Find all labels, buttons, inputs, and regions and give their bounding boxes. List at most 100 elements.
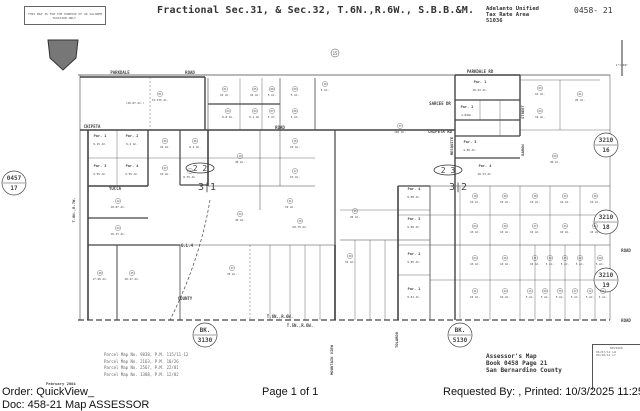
- parcel-number-circle: [187, 168, 193, 174]
- parcel-map-ref: Parcel Map No. 1388, P.M. 12/82: [104, 371, 179, 377]
- requested-printed: Requested By: , Printed: 10/3/2025 11:25…: [443, 386, 640, 398]
- parcel-number-circle: [472, 288, 478, 294]
- map-date: February 2004: [46, 381, 76, 386]
- parcel-number-circle: [537, 108, 543, 114]
- parcel-acreage: 8.8 AC.: [222, 115, 234, 119]
- map-reference-bottom: 3130: [198, 337, 213, 344]
- parcel-number-circle: [472, 193, 478, 199]
- revised-label: REVISED: [610, 346, 623, 350]
- parcel-acreage: 10 AC.: [500, 295, 510, 299]
- parcel-acreage: 10 AC.: [160, 172, 170, 176]
- parcel-acreage: 10 AC.: [160, 145, 170, 149]
- parcel-number-circle: [229, 265, 235, 271]
- road-label-street: STREET: [520, 104, 525, 118]
- road-label-mesquite: MESQUITE: [449, 136, 454, 155]
- parcel-name: Par. 2: [408, 252, 421, 256]
- parcel-acreage: 5 AC.: [291, 93, 300, 97]
- parcel-acreage: 10 AC.: [250, 93, 260, 97]
- parcel-acreage: 5 AC.: [268, 115, 277, 119]
- parcel-number: 07: [270, 109, 274, 113]
- road-label-sarcee: SARCEE DR: [429, 101, 451, 106]
- parcel-number-circle: [115, 198, 121, 204]
- parcel-number: 01: [158, 92, 162, 96]
- parcel-number: 31: [533, 256, 537, 260]
- parcel-name: Par. 1: [474, 80, 487, 84]
- parcel-number: 24: [503, 289, 507, 293]
- parcel-number: 58: [543, 289, 547, 293]
- parcel-number: 46: [193, 139, 197, 143]
- parcel-acreage: 10 AC.: [470, 262, 480, 266]
- parcel-name: Par. 2: [126, 134, 139, 138]
- road-label-township_left: T.6N.,R.7W.: [71, 197, 76, 222]
- parcel-name: Par. 4: [126, 164, 139, 168]
- parcel-number-circle: [297, 218, 303, 224]
- parcel-number-circle: [292, 86, 298, 92]
- parcel-acreage: 18.27 AC.: [124, 277, 139, 281]
- parcel-number-circle: [252, 108, 258, 114]
- parcel-map-ref: Parcel Map No. 2567, P.M. 22/81: [104, 365, 179, 370]
- section-number: 2 3: [441, 166, 456, 175]
- road-label-yucca: YUCCA: [109, 186, 122, 191]
- parcel-acreage: 5 AC.: [596, 262, 605, 266]
- parcel-acreage: 10 AC.: [535, 115, 545, 119]
- parcel-number-circle: [162, 165, 168, 171]
- page-indicator: Page 1 of 1: [262, 386, 319, 398]
- parcel-acreage: 10 AC.: [535, 92, 545, 96]
- parcel-number-circle: [502, 193, 508, 199]
- parcel-number: 24: [116, 226, 120, 230]
- parcel-number: 32: [563, 194, 567, 198]
- parcel-acreage: 20 AC.: [575, 98, 585, 102]
- parcel-number: 47: [573, 289, 577, 293]
- parcel-number: 64: [473, 224, 477, 228]
- section-number: 3|1: [198, 182, 216, 193]
- parcel-number: 75: [558, 289, 562, 293]
- parcel-number-circle: [577, 255, 583, 261]
- parcel-number-circle: [292, 138, 298, 144]
- parcel-acreage: 18.87 AC.: [110, 205, 125, 209]
- parcel-number: 12: [116, 199, 120, 203]
- parcel-acreage: 35 AC.: [227, 272, 237, 276]
- parcel-number-circle: [562, 223, 568, 229]
- parcel-acreage: 18.52 AC.: [472, 88, 487, 92]
- parcel-number-circle: [577, 91, 583, 97]
- parcel-number: 72: [588, 289, 592, 293]
- road-label-township: T.5N.,R.6W.: [287, 323, 314, 328]
- parcel-number: 45: [163, 139, 167, 143]
- parcel-number: 05: [253, 87, 257, 91]
- parcel-number: 03: [226, 109, 230, 113]
- parcel-number-circle: [527, 288, 533, 294]
- parcel-number: 40: [503, 194, 507, 198]
- parcel-number: 41: [593, 224, 597, 228]
- page-circle: [330, 48, 340, 58]
- map-reference-bottom: 19: [602, 282, 610, 289]
- parcel-number: 71: [601, 289, 605, 293]
- parcel-acreage: 9.2 AC.: [126, 142, 138, 146]
- road-label-county: COUNTY: [178, 296, 193, 301]
- parcel-acreage: 5 AC.: [571, 295, 580, 299]
- parcel-number: 19: [238, 154, 242, 158]
- section-ellipse: [433, 164, 463, 176]
- road-label-parkdale_right: PARKDALE RD: [467, 69, 494, 74]
- road-label-chipeta_left: CHIPETA: [84, 124, 101, 129]
- parcel-number-circle: [600, 288, 606, 294]
- parcel-number-circle: [352, 208, 358, 214]
- parcel-number: 35: [563, 256, 567, 260]
- parcel-acreage: 40 AC.: [235, 160, 245, 164]
- road-label-road_r1: ROAD: [621, 248, 631, 253]
- parcel-acreage: 5 AC.: [546, 262, 555, 266]
- parcel-number: 25: [130, 271, 134, 275]
- parcel-number: 21: [473, 289, 477, 293]
- road-label-tolardo: TOLARDO: [394, 331, 399, 348]
- parcel-number-circle: [532, 193, 538, 199]
- scale-label: 1"=800': [616, 63, 629, 67]
- parcel-acreage: 5 AC.: [268, 93, 277, 97]
- parcel-number-circle: [562, 255, 568, 261]
- parcel-number: 26: [503, 256, 507, 260]
- parcel-acreage: 10 AC.: [500, 230, 510, 234]
- parcel-name: Par. 1: [94, 134, 107, 138]
- caption-line: Book 0458 Page 21: [486, 360, 548, 367]
- parcel-number: 38: [533, 194, 537, 198]
- parcel-acreage: 9.05 AC.: [93, 172, 107, 176]
- parcel-acreage: 5 AC.: [526, 295, 535, 299]
- parcel-acreage: 5 AC.: [586, 295, 595, 299]
